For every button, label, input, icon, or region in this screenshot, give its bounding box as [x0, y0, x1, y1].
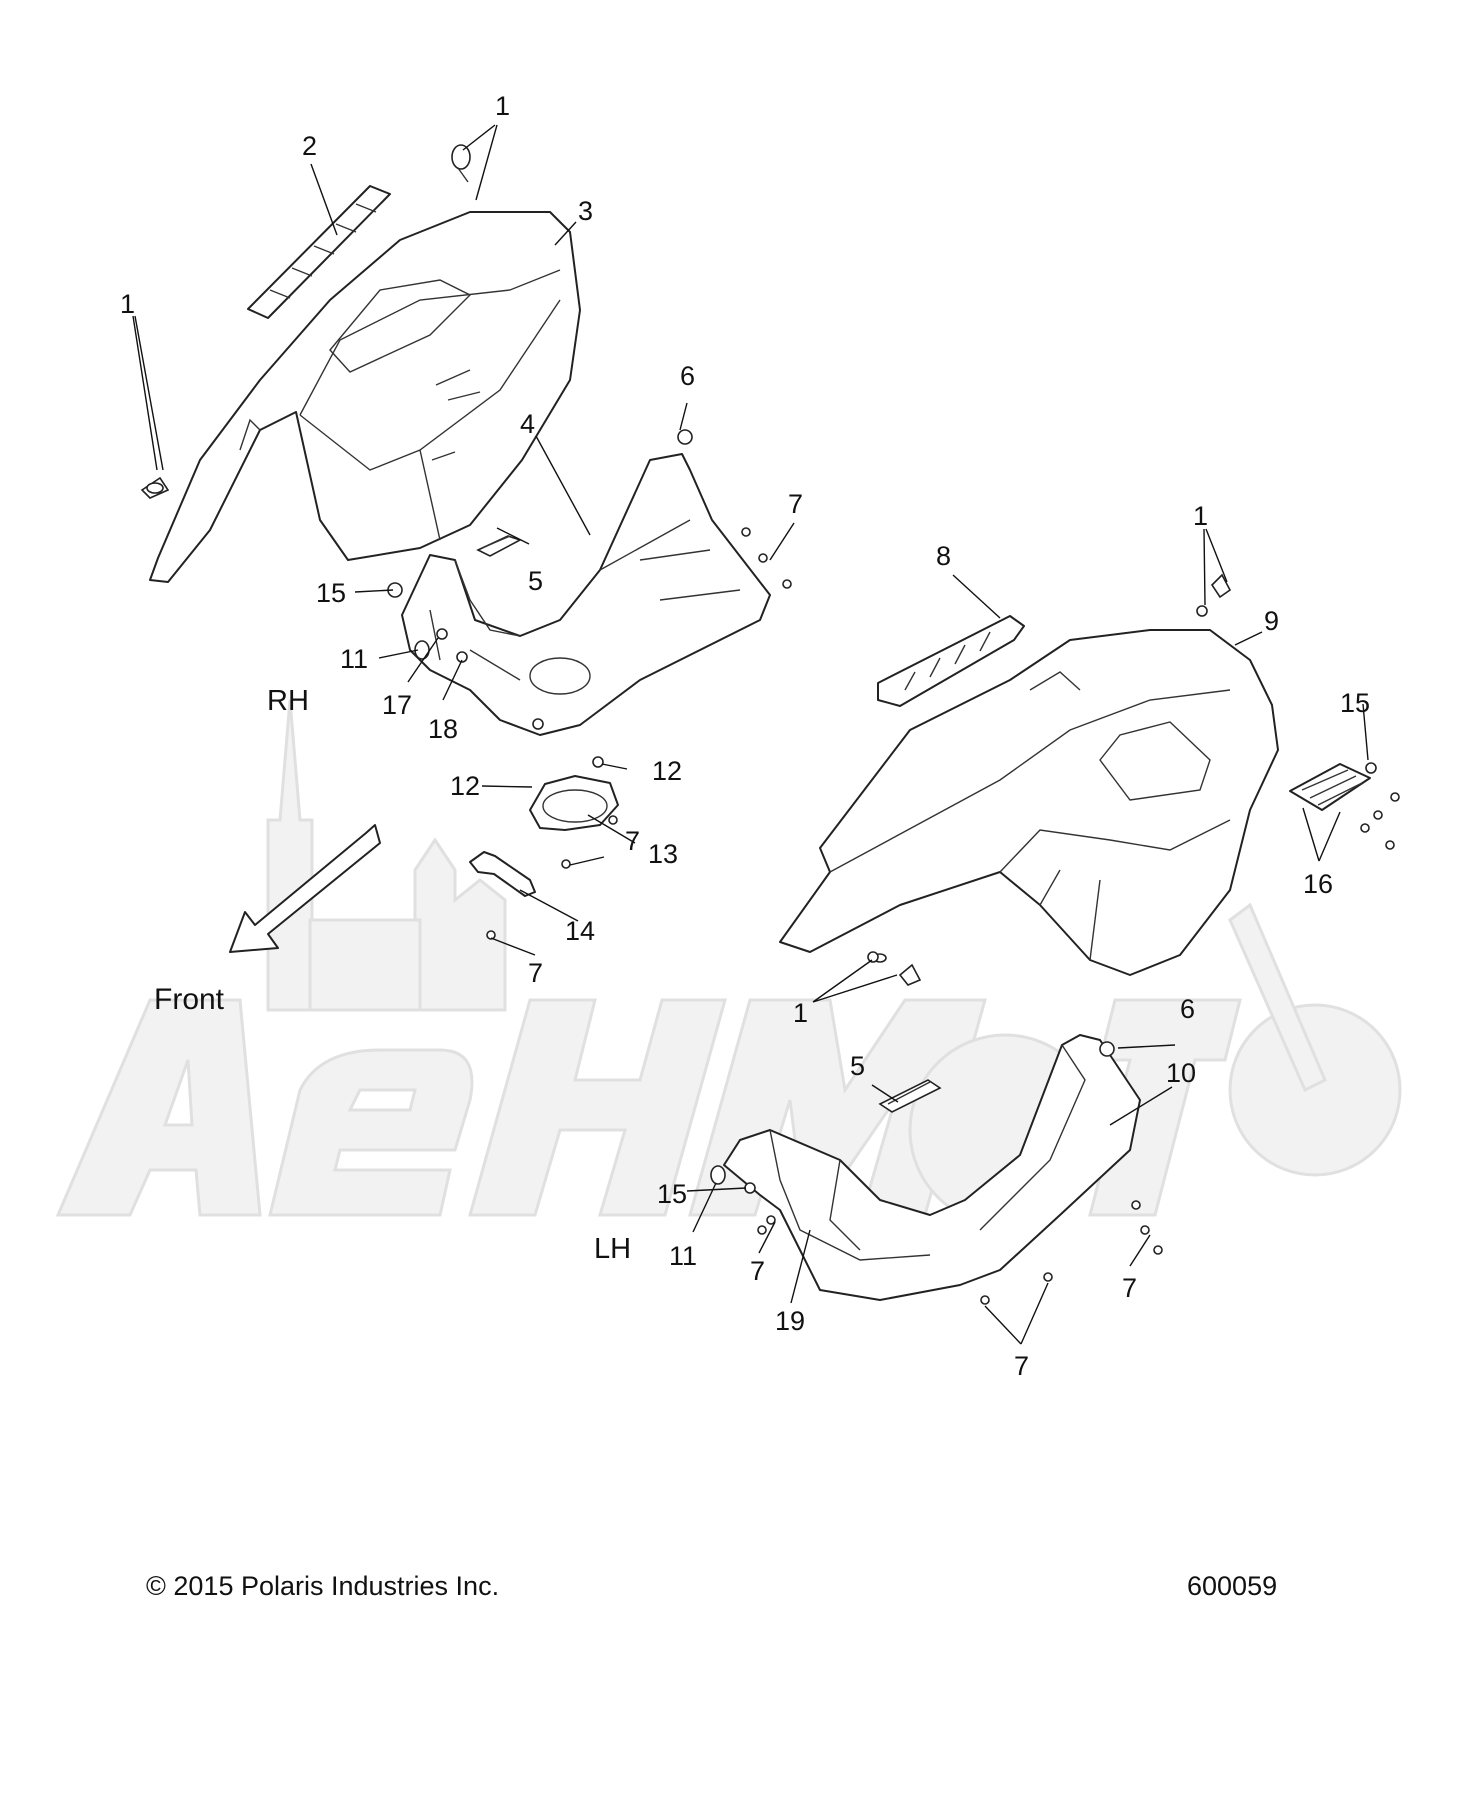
part-12-washer-a — [532, 718, 544, 730]
part-9-lh-side-panel — [779, 629, 1279, 976]
part-15-screw-c — [744, 1182, 756, 1194]
watermark-letter-t — [1088, 998, 1242, 1217]
part-15-screw-b — [1365, 762, 1377, 774]
callout-7: 7 — [625, 826, 640, 856]
callout-7: 7 — [788, 489, 803, 519]
diagram-number: 600059 — [1187, 1571, 1277, 1601]
part-13-bezel-ring — [529, 775, 619, 831]
watermark-fork — [1228, 902, 1327, 1093]
callout-1: 1 — [1193, 501, 1208, 531]
part-1-push-pin-b — [140, 476, 170, 499]
part-6-screw-b — [1099, 1041, 1115, 1057]
callout-11: 11 — [669, 1241, 697, 1271]
watermark-church-silhouette — [266, 699, 507, 1012]
part-3-rh-side-panel — [149, 211, 581, 583]
part-4-rh-lower-panel — [401, 453, 771, 736]
front-label: Front — [154, 983, 225, 1016]
callout-19: 19 — [775, 1306, 805, 1336]
callout-5: 5 — [850, 1051, 865, 1081]
callout-15: 15 — [657, 1179, 687, 1209]
callout-9: 9 — [1264, 606, 1279, 636]
callout-4: 4 — [520, 409, 535, 439]
callout-6: 6 — [680, 361, 695, 391]
part-5-clip-rh — [476, 535, 523, 557]
callout-7: 7 — [1122, 1273, 1137, 1303]
watermark-letter-h — [468, 998, 727, 1217]
callout-12: 12 — [450, 771, 480, 801]
part-1-push-pin-a — [451, 144, 471, 183]
callout-16: 16 — [1303, 869, 1333, 899]
part-7-screws — [486, 527, 1400, 1305]
watermark-letter-a — [55, 998, 262, 1217]
callout-5: 5 — [528, 566, 543, 596]
callout-1: 1 — [793, 998, 808, 1028]
callout-7: 7 — [750, 1256, 765, 1286]
part-17-nut — [436, 628, 448, 640]
part-19-washer — [867, 951, 879, 963]
callout-12: 12 — [652, 756, 682, 786]
part-6-screw-a — [677, 429, 693, 445]
callout-18: 18 — [428, 714, 458, 744]
part-18-washer — [456, 651, 468, 663]
callout-3: 3 — [578, 196, 593, 226]
lh-label: LH — [594, 1233, 631, 1265]
leader-lines — [132, 124, 1369, 1345]
fasteners — [140, 144, 1400, 1305]
part-12-washer-b — [592, 756, 604, 768]
callout-17: 17 — [382, 690, 412, 720]
part-8-lh-vent — [877, 615, 1025, 707]
callout-11: 11 — [340, 644, 368, 674]
callout-1: 1 — [495, 91, 510, 121]
rh-label: RH — [267, 685, 309, 717]
callout-2: 2 — [302, 131, 317, 161]
callout-labels: 1 2 3 1 6 4 7 5 15 11 17 18 12 12 13 7 1… — [120, 91, 1370, 1381]
watermark-letter-e — [268, 1048, 474, 1217]
callout-14: 14 — [565, 916, 595, 946]
front-direction-arrow — [229, 824, 381, 953]
part-11-clip-b — [710, 1165, 726, 1185]
callout-7: 7 — [528, 958, 543, 988]
part-16-side-vent — [1289, 763, 1371, 811]
callout-1: 1 — [120, 289, 135, 319]
callout-7: 7 — [1014, 1351, 1029, 1381]
part-10-lh-lower-panel — [723, 1034, 1141, 1301]
callout-15: 15 — [1340, 688, 1370, 718]
callout-15: 15 — [316, 578, 346, 608]
part-1-push-pin-c — [1210, 573, 1232, 599]
part-2-top-vent — [247, 185, 391, 319]
callout-10: 10 — [1166, 1058, 1196, 1088]
callout-8: 8 — [936, 541, 951, 571]
copyright-text: © 2015 Polaris Industries Inc. — [146, 1571, 499, 1601]
watermark-wheel — [1228, 1003, 1402, 1177]
callout-6: 6 — [1180, 994, 1195, 1024]
callout-13: 13 — [648, 839, 678, 869]
part-14-bracket — [469, 851, 536, 897]
